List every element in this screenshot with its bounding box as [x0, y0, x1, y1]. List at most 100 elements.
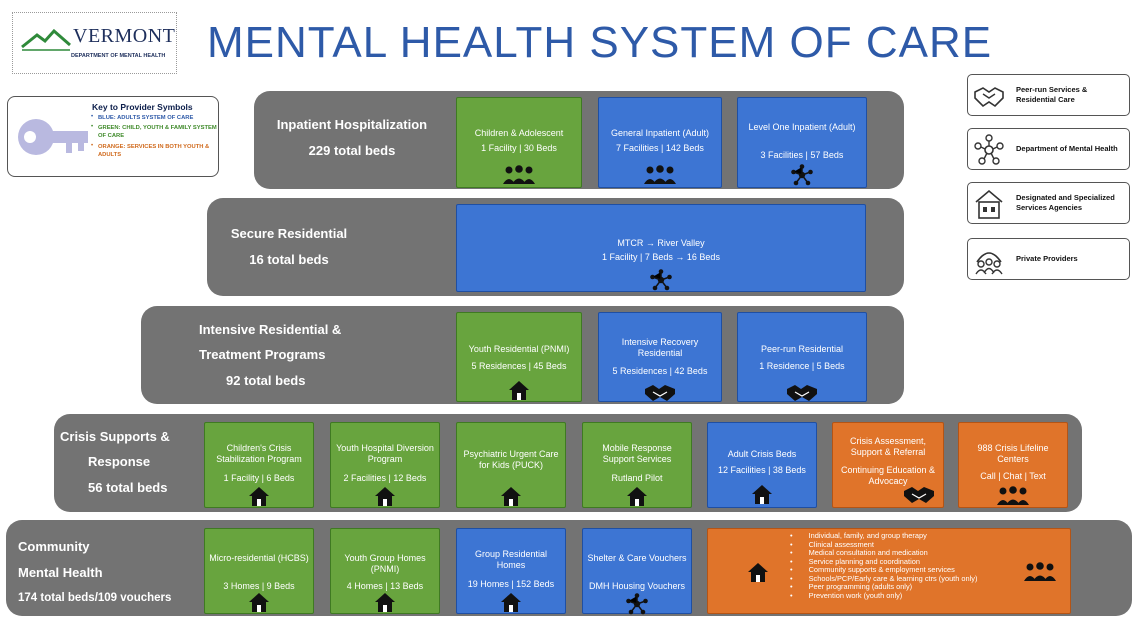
list-item: Medical consultation and medication: [790, 548, 977, 558]
house-icon: [375, 593, 395, 612]
card-detail: Rutland Pilot: [611, 473, 663, 483]
network-icon: [650, 269, 672, 291]
card-detail: 5 Residences | 42 Beds: [612, 366, 708, 376]
card-level-one[interactable]: Level One Inpatient (Adult) 3 Facilities…: [737, 97, 867, 188]
list-item: Clinical assessment: [790, 540, 977, 550]
card-crisis-assessment[interactable]: Crisis Assessment, Support & Referral Co…: [832, 422, 944, 508]
card-detail: 2 Facilities | 12 Beds: [343, 473, 427, 483]
card-title: 988 Crisis Lifeline Centers: [977, 443, 1049, 464]
key-icon: [18, 119, 88, 155]
card-detail: 5 Residences | 45 Beds: [471, 361, 567, 371]
people-icon: [1024, 562, 1056, 581]
key-title: Key to Provider Symbols: [92, 102, 193, 112]
tier-name-line1: Intensive Residential &: [199, 322, 342, 337]
card-group-residential[interactable]: Group Residential Homes 19 Homes | 152 B…: [456, 528, 566, 614]
card-puck[interactable]: Psychiatric Urgent Care for Kids (PUCK): [456, 422, 566, 508]
tier-name-line2: Mental Health: [18, 565, 103, 580]
card-title: Youth Group Homes (PNMI): [344, 553, 426, 574]
handshake-icon: [787, 384, 817, 401]
list-item: Community supports & employment services: [790, 565, 977, 575]
network-icon: [974, 134, 1004, 165]
list-item: Peer programming (adults only): [790, 582, 977, 592]
house-icon: [249, 487, 269, 506]
card-detail: 19 Homes | 152 Beds: [467, 579, 555, 589]
card-general-inpatient[interactable]: General Inpatient (Adult) 7 Facilities |…: [598, 97, 722, 188]
key-bullet: •: [91, 124, 94, 130]
card-childrens-crisis[interactable]: Children's Crisis Stabilization Program …: [204, 422, 314, 508]
card-detail: 1 Facility | 6 Beds: [223, 473, 295, 483]
people-icon: [644, 165, 676, 184]
card-youth-residential[interactable]: Youth Residential (PNMI) 5 Residences | …: [456, 312, 582, 402]
handshake-icon: [903, 486, 934, 503]
tier-beds: 16 total beds: [249, 252, 329, 267]
legend-dmh: Department of Mental Health: [967, 128, 1130, 170]
legend-label: Private Providers: [1016, 254, 1078, 263]
card-detail: DMH Housing Vouchers: [588, 581, 686, 591]
card-title: Crisis Assessment, Support & Referral: [849, 436, 927, 457]
card-peer-run[interactable]: Peer-run Residential 1 Residence | 5 Bed…: [737, 312, 867, 402]
card-title: Shelter & Care Vouchers: [587, 553, 687, 563]
card-micro-residential[interactable]: Micro-residential (HCBS) 3 Homes | 9 Bed…: [204, 528, 314, 614]
house-icon: [627, 487, 647, 506]
card-title: Level One Inpatient (Adult): [748, 122, 856, 132]
card-adult-crisis[interactable]: Adult Crisis Beds 12 Facilities | 38 Bed…: [707, 422, 817, 508]
card-title: Youth Residential (PNMI): [468, 344, 570, 354]
mountain-logo-icon: [21, 29, 71, 51]
tier-name-line1: Crisis Supports &: [60, 429, 170, 444]
services-list: Individual, family, and group therapy Cl…: [790, 531, 978, 600]
card-detail: 1 Residence | 5 Beds: [759, 361, 845, 371]
house-icon: [375, 487, 395, 506]
tier-beds: 174 total beds/109 vouchers: [18, 592, 172, 604]
card-shelter-care[interactable]: Shelter & Care Vouchers DMH Housing Vouc…: [582, 528, 692, 615]
card-detail: Continuing Education & Advocacy: [840, 465, 936, 486]
list-item: Individual, family, and group therapy: [790, 531, 977, 541]
legend-label: Designated and Specialized Services Agen…: [1016, 193, 1115, 212]
card-detail: Call | Chat | Text: [980, 471, 1046, 481]
card-title: Psychiatric Urgent Care for Kids (PUCK): [463, 449, 559, 470]
list-item: Service planning and coordination: [790, 557, 977, 567]
logo-name: VERMONT: [73, 25, 176, 47]
card-title: Youth Hospital Diversion Program: [336, 443, 434, 464]
key-green: Green: Child, Youth & Family system of c…: [98, 125, 217, 139]
card-youth-hospital[interactable]: Youth Hospital Diversion Program 2 Facil…: [330, 422, 440, 508]
legend-designated: Designated and Specialized Services Agen…: [967, 182, 1130, 224]
card-detail: 4 Homes | 13 Beds: [346, 581, 424, 591]
legend-private: Private Providers: [967, 238, 1130, 280]
card-detail: 3 Homes | 9 Beds: [223, 581, 295, 591]
card-title: Group Residential Homes: [474, 549, 548, 570]
card-title: MTCR → River Valley: [617, 238, 705, 248]
building-icon: [975, 189, 1003, 219]
network-icon: [791, 164, 813, 186]
card-detail: 1 Facility | 30 Beds: [481, 143, 557, 153]
house-icon: [501, 593, 521, 612]
card-detail: 1 Facility | 7 Beds → 16 Beds: [602, 252, 720, 262]
card-children-adolescent[interactable]: Children & Adolescent 1 Facility | 30 Be…: [456, 97, 582, 188]
house-icon: [249, 593, 269, 612]
people-icon: [503, 165, 535, 184]
page-title: MENTAL HEALTH SYSTEM OF CARE: [207, 18, 993, 67]
legend-label: Department of Mental Health: [1016, 144, 1118, 153]
people-icon: [997, 486, 1029, 505]
card-detail: 12 Facilities | 38 Beds: [718, 465, 806, 475]
card-intensive-recovery[interactable]: Intensive Recovery Residential 5 Residen…: [598, 312, 722, 402]
key-blue: Blue: Adults system of care: [98, 115, 194, 121]
card-mobile-response[interactable]: Mobile Response Support Services Rutland…: [582, 422, 692, 508]
tier-name: Secure Residential: [230, 226, 348, 241]
tier-name: Inpatient Hospitalization: [276, 117, 428, 132]
key-bullet: •: [91, 143, 94, 149]
tier-beds: 229 total beds: [308, 143, 396, 158]
card-title: Children's Crisis Stabilization Program: [216, 443, 302, 464]
key-bullet: •: [91, 114, 94, 120]
card-mtcr[interactable]: MTCR → River Valley 1 Facility | 7 Beds …: [456, 204, 866, 292]
card-community-services[interactable]: Individual, family, and group therapy Cl…: [707, 528, 1071, 614]
card-title: Children & Adolescent: [474, 128, 564, 138]
house-icon: [752, 485, 772, 504]
card-youth-group-homes[interactable]: Youth Group Homes (PNMI) 4 Homes | 13 Be…: [330, 528, 440, 614]
network-icon: [626, 593, 648, 615]
handshake-icon: [645, 384, 675, 401]
vermont-logo: VERMONT DEPARTMENT OF MENTAL HEALTH: [12, 12, 177, 74]
tier-name-line1: Community: [18, 539, 90, 554]
card-988-crisis[interactable]: 988 Crisis Lifeline Centers Call | Chat …: [958, 422, 1068, 508]
card-title: Micro-residential (HCBS): [209, 553, 309, 563]
tier-name-line2: Response: [88, 454, 151, 469]
